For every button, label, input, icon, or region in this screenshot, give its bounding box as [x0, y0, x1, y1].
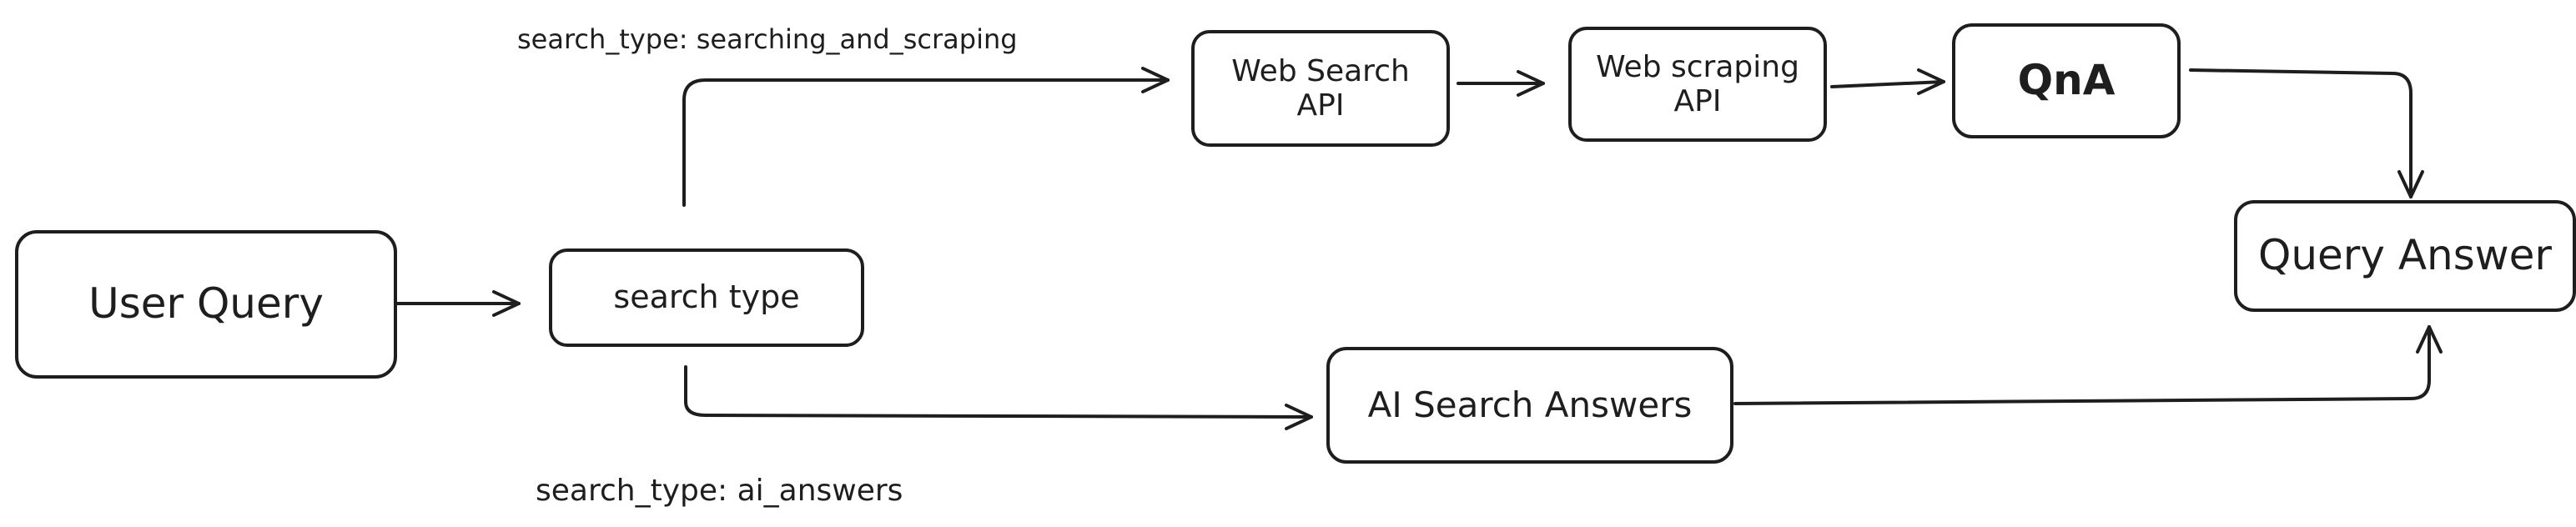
web-search-api-node: Web Search API: [1191, 30, 1450, 147]
arrow-ai-answers-to-query-answer: [1733, 325, 2431, 405]
edge-label-searching-and-scraping: search_type: searching_and_scraping: [517, 23, 1018, 55]
arrow-search-type-to-web-search: [682, 78, 1170, 207]
arrow-web-scraping-to-qna: [1830, 80, 1945, 88]
arrowhead-qna: [1917, 68, 1945, 95]
query-answer-label: Query Answer: [2257, 231, 2552, 280]
arrowhead-search-type: [492, 290, 521, 317]
qna-label: QnA: [2017, 56, 2116, 105]
web-scraping-api-label: Web scraping API: [1596, 49, 1799, 118]
arrowhead-web-scraping: [1517, 70, 1545, 97]
ai-search-answers-label: AI Search Answers: [1367, 384, 1693, 425]
arrow-search-type-to-ai-answers: [684, 365, 1313, 419]
user-query-label: User Query: [88, 279, 324, 329]
user-query-node: User Query: [15, 230, 397, 379]
arrowhead-ai-answers: [1285, 404, 1313, 430]
query-answer-node: Query Answer: [2234, 200, 2576, 312]
web-scraping-api-node: Web scraping API: [1568, 27, 1827, 142]
edge-label-ai-answers: search_type: ai_answers: [536, 474, 903, 508]
arrowhead-query-answer-top: [2397, 170, 2424, 198]
web-search-api-label: Web Search API: [1231, 53, 1410, 123]
search-type-label: search type: [613, 279, 800, 316]
search-type-node: search type: [549, 248, 864, 347]
arrow-qna-to-query-answer: [2189, 68, 2412, 198]
arrowhead-query-answer-bottom: [2416, 325, 2443, 354]
ai-search-answers-node: AI Search Answers: [1326, 347, 1733, 464]
arrowhead-web-search: [1141, 67, 1170, 93]
qna-node: QnA: [1952, 23, 2181, 138]
